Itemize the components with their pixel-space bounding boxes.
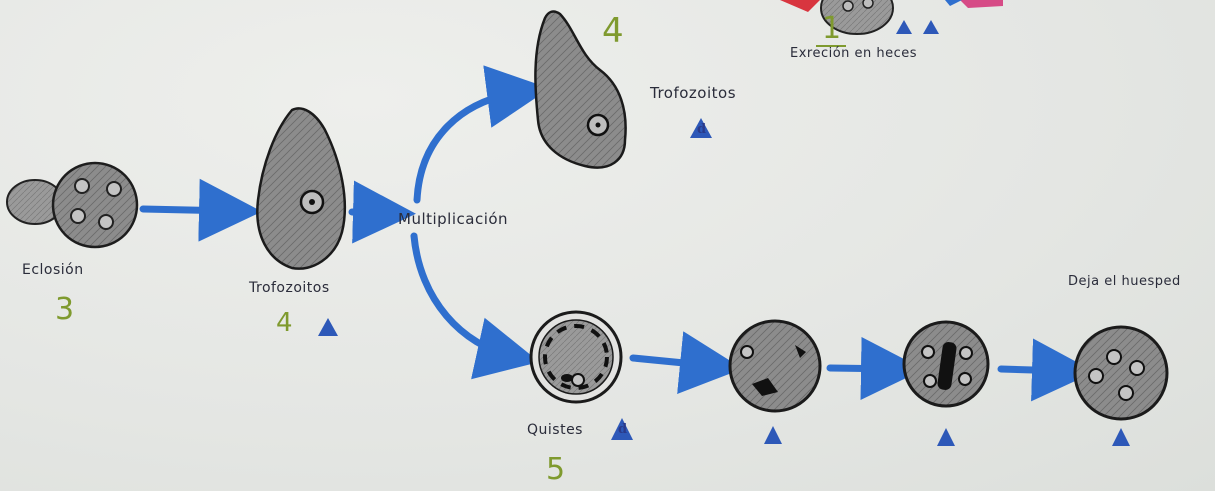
cyst-stage-3: [902, 320, 990, 408]
stage-triangle-marker: [937, 428, 955, 446]
cyst-nucleus: [740, 345, 754, 359]
chromatoid-body: [795, 345, 806, 358]
cyst-cytoplasm: [538, 319, 614, 395]
cyst-nucleus: [842, 0, 854, 12]
cyst-nucleus: [921, 345, 935, 359]
cyst-nucleus: [1118, 385, 1134, 401]
chromatoid-bar: [937, 342, 957, 390]
arrow-to-trophozoites-top: [413, 65, 550, 204]
cyst-nucleus: [106, 181, 122, 197]
arrow-cyst-1-to-2: [629, 331, 743, 394]
arrow-to-cysts: [410, 232, 540, 380]
stage-triangle-marker: [1112, 428, 1130, 446]
cyst-nucleus: [1129, 360, 1145, 376]
stage-triangle-marker: [923, 20, 939, 34]
cyst-nucleus: [1088, 368, 1104, 384]
stage-triangle-marker: [611, 418, 633, 440]
label-trophozoites-left: Trofozoitos: [249, 280, 330, 296]
trophozoite-left: [256, 107, 347, 270]
stage-triangle-marker: [764, 426, 782, 444]
cyst-stage-1: [529, 310, 623, 404]
arrow-cyst-2-to-3: [826, 336, 924, 400]
arrow-cyst-3-to-4: [997, 338, 1095, 402]
hatching-cyst: [6, 161, 139, 249]
excreted-cyst-cell: [820, 0, 894, 35]
stage-triangle-marker: [896, 20, 912, 34]
label-leaves-host: Deja el huesped: [1068, 274, 1181, 289]
infective-stage-markers: [318, 20, 1130, 446]
cyst-wall: [1073, 325, 1169, 421]
karyosome: [595, 122, 601, 128]
cyst-nucleus: [70, 208, 86, 224]
label-hatching: Eclosión: [22, 262, 84, 278]
trophozoite-top: [534, 10, 627, 169]
stage-number-3: 3: [55, 292, 75, 327]
cyst-nucleus: [74, 178, 90, 194]
cyst-stage-2: [728, 319, 822, 413]
cyst-stage-4: [1073, 325, 1169, 421]
label-cysts: Quistes: [527, 422, 583, 438]
label-excretion: Exreción en heces: [790, 46, 918, 61]
pink-crop-blob: [960, 0, 1003, 8]
cropped-excretion-graphic: [780, 0, 1003, 47]
stage-number-5: 5: [546, 452, 566, 487]
trophozoite-body: [256, 107, 347, 270]
cyst-nucleus: [98, 214, 114, 230]
label-multiplication: Multiplicación: [398, 210, 509, 228]
stage-triangle-marker: [690, 118, 712, 138]
label-trophozoites-top: Trofozoitos: [650, 84, 737, 102]
karyosome: [309, 199, 315, 205]
stage-number-4-left: 4: [276, 308, 293, 338]
glycogen-vacuole: [561, 374, 573, 382]
cyst-nucleus: [959, 346, 973, 360]
cyst-nucleus: [958, 372, 972, 386]
cyst-nucleus: [923, 374, 937, 388]
chromatoid-body: [752, 378, 778, 396]
cyst-nucleus: [862, 0, 874, 9]
blue-crop-arrow: [945, 0, 962, 6]
cyst-wall: [728, 319, 822, 413]
red-crop-blob: [780, 0, 820, 12]
arrow-hatching-to-trophozoite: [139, 178, 262, 242]
stage-number-4-top: 4: [602, 11, 624, 51]
cyst-nucleus: [571, 373, 585, 387]
stage-number-1: 1: [822, 11, 842, 46]
arrow-to-multiplication: [348, 180, 416, 244]
cyst-wall: [51, 161, 139, 249]
chromatoid-bodies: [543, 324, 609, 390]
cyst-nucleus: [1106, 349, 1122, 365]
stage-triangle-marker: [318, 318, 338, 336]
